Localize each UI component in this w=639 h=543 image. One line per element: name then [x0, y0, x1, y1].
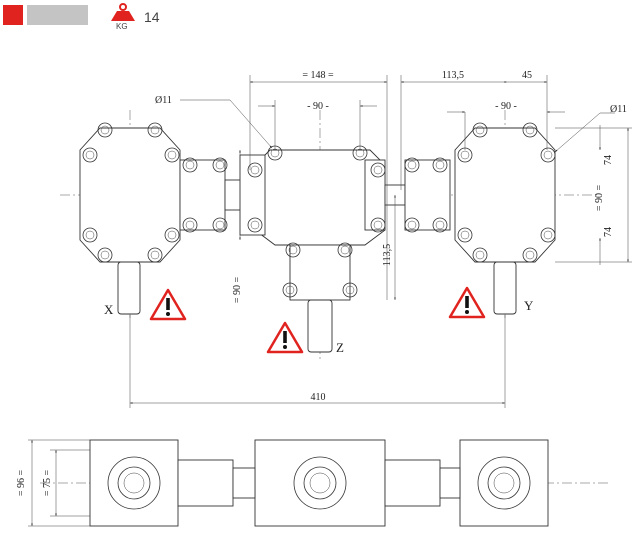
dim-hole-right: Ø11: [610, 104, 627, 115]
dim-left-bolt-vertical: = 90 =: [232, 277, 243, 304]
dim-overall-height: = 96 =: [16, 470, 27, 497]
dim-right-bolt-spacing: - 90 -: [495, 101, 517, 112]
dim-center-drop: 113,5: [382, 244, 393, 266]
dim-offset-right: 113,5: [442, 70, 464, 81]
color-swatch-grey: [27, 5, 88, 25]
weight-unit: KG: [116, 22, 128, 31]
dim-height-upper: 74: [603, 155, 614, 165]
warning-icon-center: [266, 321, 304, 354]
side-view: [28, 439, 549, 527]
dimension-lines: [129, 75, 632, 408]
dim-center-bolt-spacing: - 90 -: [307, 101, 329, 112]
gearbox-housing-left: [79, 122, 228, 315]
dim-hole-left: Ø11: [155, 95, 172, 106]
weight-value: 14: [144, 9, 160, 25]
dim-offset-flange: 45: [522, 70, 532, 81]
warning-icon-right: [448, 286, 486, 319]
dim-height-bolts: = 90 =: [594, 185, 605, 212]
dim-height-lower: 74: [603, 227, 614, 237]
shaft-label-z: Z: [336, 340, 344, 355]
dim-center-width: = 148 =: [302, 70, 334, 81]
shaft-label-y: Y: [524, 298, 534, 313]
warning-icon-left: [149, 288, 187, 321]
weight-icon: [111, 3, 135, 21]
dim-total-length: 410: [311, 392, 326, 403]
dim-inner-height: = 75 =: [42, 470, 53, 497]
shaft-label-x: X: [104, 302, 114, 317]
gearbox-housing-center: [224, 145, 386, 353]
gearbox-housing-right: [384, 122, 556, 315]
color-swatch-red: [3, 5, 23, 25]
